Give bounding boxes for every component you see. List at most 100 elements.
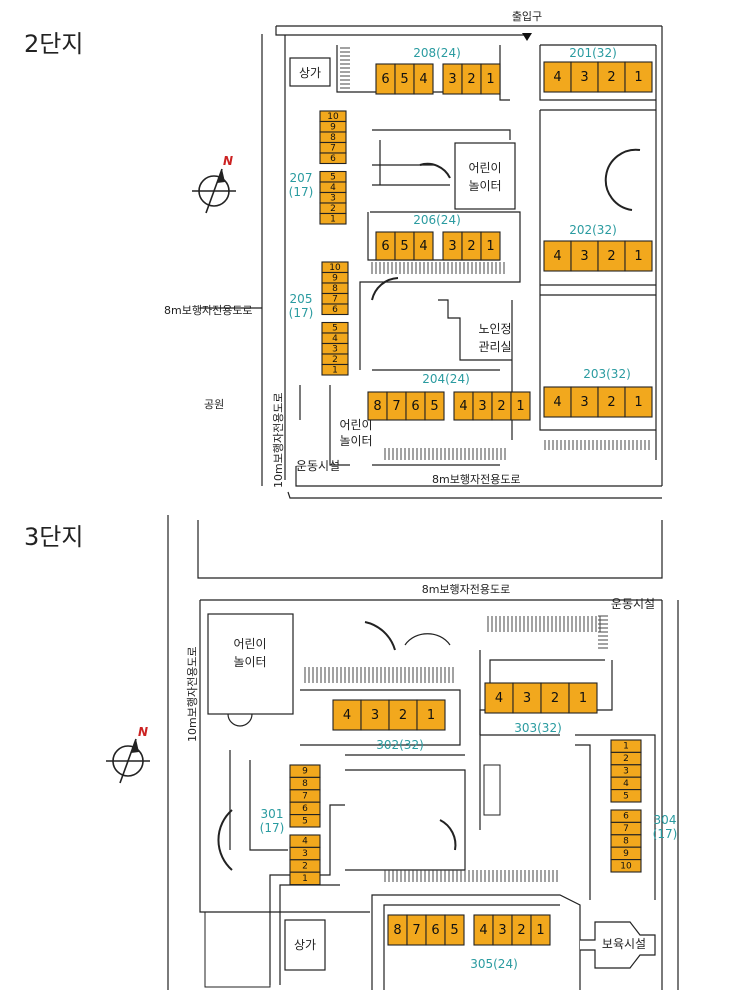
- unit-number: 4: [332, 334, 338, 344]
- building-202-label: 202(32): [569, 223, 617, 237]
- shop-label: 상가: [294, 938, 316, 952]
- unit-box: [543, 386, 572, 418]
- sports-facility-label: 운동시설: [296, 459, 340, 473]
- senior-center-label-2: 관리실: [478, 340, 511, 354]
- unit-box: [480, 63, 501, 95]
- unit-number: 2: [467, 239, 475, 254]
- unit-number: 3: [478, 399, 486, 414]
- stair-curve: [364, 621, 396, 651]
- unit-number: 5: [623, 791, 629, 801]
- unit-box: [444, 914, 465, 946]
- unit-number: 4: [330, 183, 336, 193]
- unit-number: 9: [623, 849, 629, 859]
- unit-number: 3: [580, 70, 588, 85]
- shop-lot: [204, 911, 271, 988]
- unit-box: [540, 682, 570, 714]
- unit-number: 1: [634, 395, 642, 410]
- building-305-label: 305(24): [470, 957, 518, 971]
- shop-box: [289, 57, 331, 87]
- stair-curve: [604, 148, 641, 211]
- unit-number: 7: [412, 923, 420, 938]
- unit-box: [543, 240, 572, 272]
- road-left-label: 8m보행자전용도로: [164, 304, 253, 317]
- unit-number: 8: [393, 923, 401, 938]
- building-207-label-1: 207: [290, 171, 313, 185]
- unit-number: 9: [302, 767, 308, 777]
- unit-box: [624, 240, 653, 272]
- stair-curve: [419, 162, 451, 179]
- playground-box: [454, 142, 516, 210]
- unit-number: 5: [450, 923, 458, 938]
- unit-box: [413, 231, 434, 261]
- road-vertical-label: 10m보행자전용도로: [272, 392, 285, 488]
- playground2-label-1: 어린이: [339, 418, 372, 432]
- unit-number: 7: [332, 294, 338, 304]
- unit-number: 2: [623, 754, 629, 764]
- compass-icon: [105, 738, 151, 784]
- shop-label: 상가: [299, 66, 321, 80]
- building-302-label: 302(32): [376, 738, 424, 752]
- unit-number: 5: [330, 172, 336, 182]
- unit-number: 6: [302, 804, 308, 814]
- stair-curve: [371, 277, 399, 301]
- unit-number: 2: [332, 355, 338, 365]
- unit-number: 9: [332, 273, 338, 283]
- building-205-label-1: 205: [290, 292, 313, 306]
- unit-box: [289, 871, 321, 886]
- unit-number: 2: [517, 923, 525, 938]
- entrance-arrow-icon: [522, 33, 532, 41]
- unit-number: 7: [392, 399, 400, 414]
- unit-box: [510, 391, 531, 421]
- unit-number: 4: [343, 708, 351, 723]
- unit-number: 10: [327, 112, 339, 122]
- stairs: [483, 764, 501, 816]
- unit-box: [624, 386, 653, 418]
- unit-number: 6: [623, 812, 629, 822]
- playground-label-2: 놀이터: [468, 179, 501, 193]
- building-205-label-2: (17): [289, 306, 314, 320]
- unit-box: [543, 61, 572, 93]
- building-203-label: 203(32): [583, 367, 631, 381]
- unit-number: 4: [419, 72, 427, 87]
- unit-box: [416, 699, 446, 731]
- unit-number: 4: [553, 395, 561, 410]
- unit-number: 1: [330, 214, 336, 224]
- unit-number: 3: [523, 691, 531, 706]
- playground-label-2: 놀이터: [233, 655, 266, 669]
- unit-number: 3: [580, 395, 588, 410]
- unit-box: [388, 699, 418, 731]
- unit-box: [484, 682, 514, 714]
- unit-number: 4: [302, 837, 308, 847]
- unit-number: 4: [419, 239, 427, 254]
- unit-number: 2: [551, 691, 559, 706]
- unit-number: 2: [607, 395, 615, 410]
- unit-number: 3: [330, 193, 336, 203]
- unit-number: 1: [634, 249, 642, 264]
- unit-number: 4: [553, 249, 561, 264]
- playground2-label-2: 놀이터: [339, 434, 372, 448]
- unit-number: 10: [329, 263, 341, 273]
- unit-number: 1: [332, 365, 338, 375]
- unit-box: [480, 231, 501, 261]
- unit-number: 5: [332, 323, 338, 333]
- north-label: N: [223, 154, 233, 168]
- complex2-roads: [200, 25, 663, 499]
- unit-number: 6: [381, 239, 389, 254]
- unit-number: 4: [495, 691, 503, 706]
- building-301-label-2: (17): [260, 821, 285, 835]
- unit-box: [610, 789, 642, 803]
- building-304-label-1: 304: [654, 813, 677, 827]
- building-201-label: 201(32): [569, 46, 617, 60]
- unit-number: 8: [623, 837, 629, 847]
- unit-number: 7: [302, 792, 308, 802]
- building-301-label-1: 301: [261, 807, 284, 821]
- unit-number: 3: [302, 849, 308, 859]
- unit-box: [570, 61, 599, 93]
- complex3-parking: [304, 615, 608, 882]
- unit-number: 1: [516, 399, 524, 414]
